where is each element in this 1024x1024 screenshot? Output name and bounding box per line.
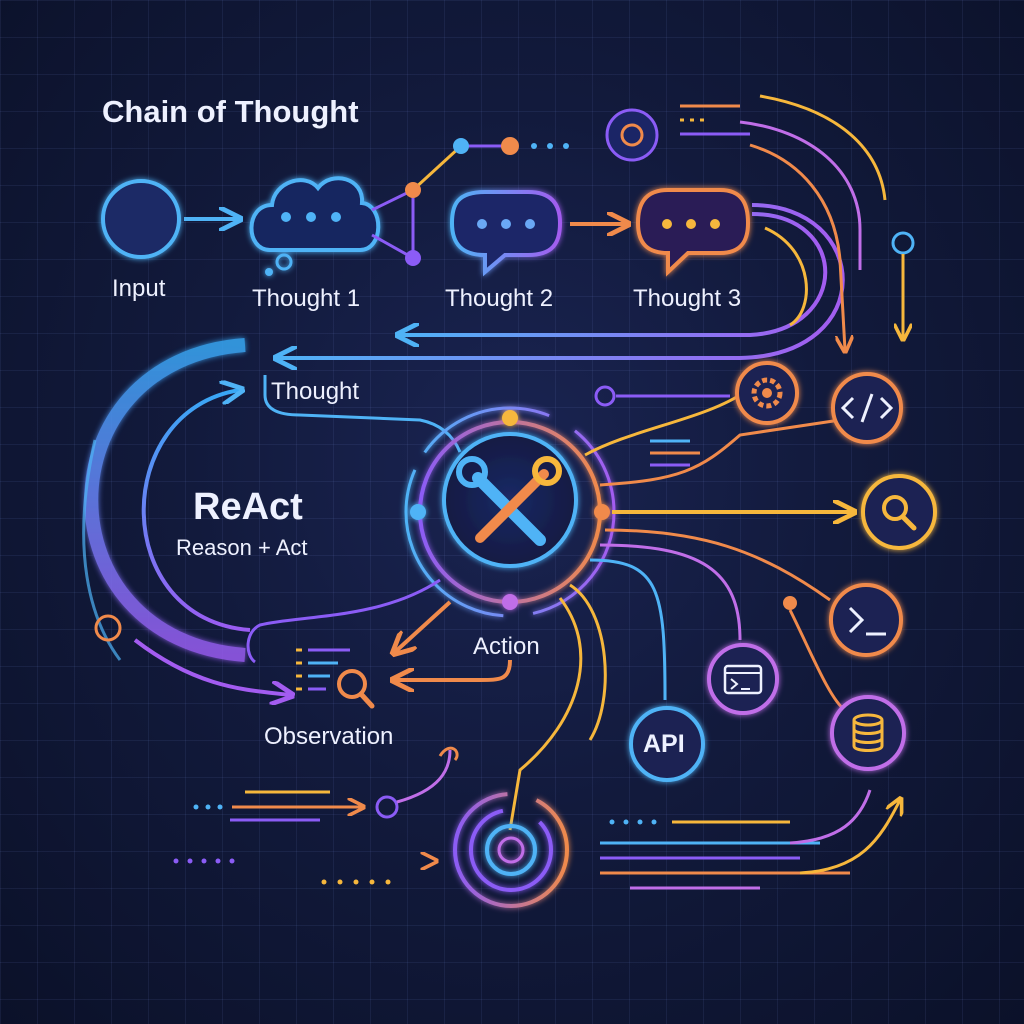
react-loop-arcs	[82, 338, 730, 695]
action-to-observation-arrows	[246, 578, 512, 680]
thought1-cloud-icon	[249, 176, 381, 276]
gear-small-icon	[620, 123, 644, 147]
thought1-label: Thought 1	[252, 285, 361, 312]
thought2-bubble-icon	[449, 190, 563, 277]
react-title: ReAct	[193, 486, 303, 528]
chain-of-thought-title: Chain of Thought	[102, 94, 359, 129]
top-right-decoration	[605, 94, 915, 350]
thought3-bubble-icon	[635, 188, 751, 277]
gear-icon	[735, 361, 799, 425]
api-icon	[629, 706, 705, 782]
action-label: Action	[473, 633, 540, 660]
observation-label: Observation	[264, 723, 394, 750]
thought-to-hub-line	[263, 375, 462, 453]
code-icon	[831, 372, 903, 444]
api-label: API	[643, 730, 685, 758]
database-icon	[830, 695, 906, 771]
thought-connector-network	[371, 137, 569, 266]
terminal-icon	[829, 583, 903, 657]
thought3-label: Thought 3	[633, 285, 742, 312]
search-icon	[861, 474, 937, 550]
browser-terminal-icon	[707, 643, 779, 715]
wrench-screwdriver-icon	[456, 456, 562, 546]
bottom-flow-lines	[173, 746, 901, 890]
react-thought-label: Thought	[271, 378, 360, 405]
react-subtitle: Reason + Act	[176, 535, 308, 560]
thought2-label: Thought 2	[445, 285, 554, 312]
observation-search-doc-icon	[296, 648, 375, 709]
hub-to-tools-lines	[508, 393, 852, 831]
input-node	[101, 179, 181, 259]
input-label: Input	[112, 275, 166, 302]
bottom-spiral-icon	[453, 792, 569, 908]
react-hub	[404, 406, 616, 618]
